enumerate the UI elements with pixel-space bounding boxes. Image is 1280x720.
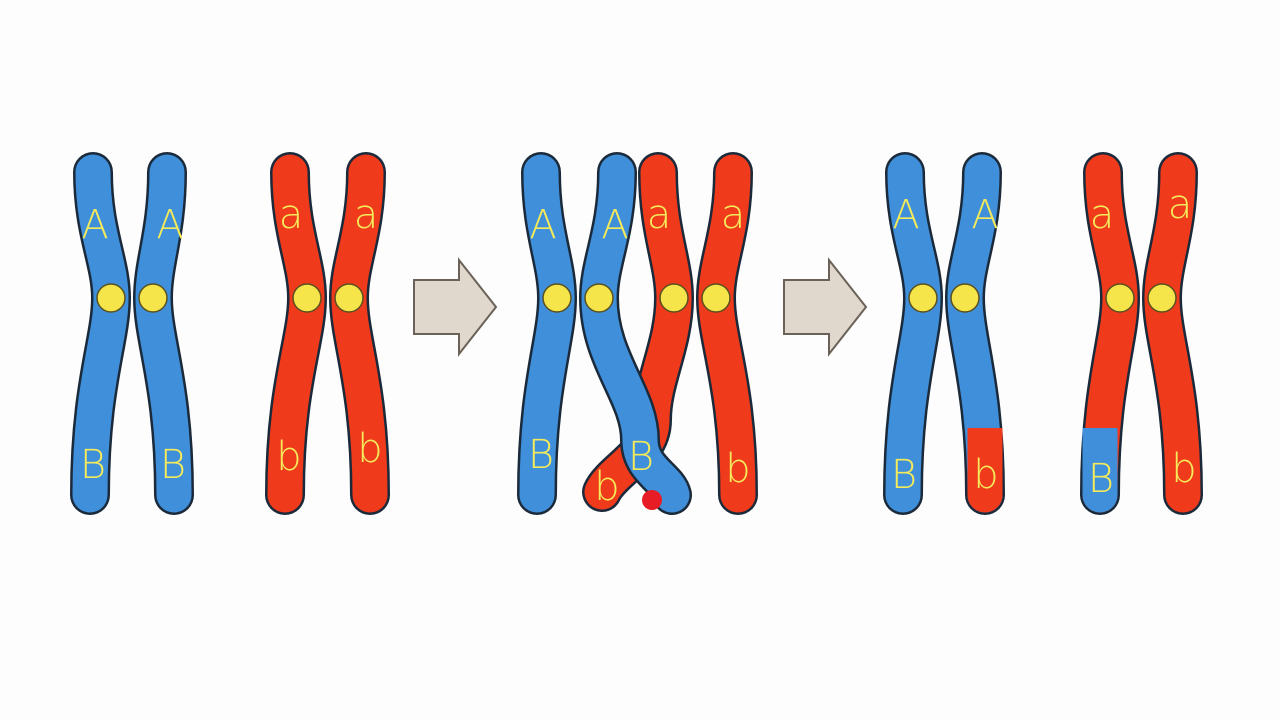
crossover-point-marker [642, 490, 662, 510]
gene-label: B [528, 432, 554, 478]
swapped-segment-cap [967, 477, 1003, 513]
arrow-right-icon [783, 257, 868, 357]
centromere [950, 283, 980, 313]
gene-label: A [81, 202, 108, 248]
centromere [334, 283, 364, 313]
centromere [292, 283, 322, 313]
arrow-right-icon [413, 257, 498, 357]
centromere [138, 283, 168, 313]
gene-label: A [529, 202, 556, 248]
centromere [96, 283, 126, 313]
gene-label: a [1168, 182, 1193, 228]
gene-label: a [647, 192, 672, 238]
gene-label: A [971, 192, 998, 238]
centromere [542, 283, 572, 313]
gene-label: b [725, 446, 750, 492]
gene-label: B [80, 442, 106, 488]
gene-label: b [1171, 446, 1196, 492]
centromere [1147, 283, 1177, 313]
gene-label: b [973, 452, 998, 498]
centromere [584, 283, 614, 313]
centromere [659, 283, 689, 313]
gene-label: a [354, 192, 379, 238]
gene-label: B [628, 434, 654, 480]
gene-label: A [156, 202, 183, 248]
gene-label: a [721, 192, 746, 238]
gene-label: B [891, 452, 917, 498]
centromere [701, 283, 731, 313]
gene-label: b [276, 434, 301, 480]
gene-label: a [279, 192, 304, 238]
centromere [1105, 283, 1135, 313]
gene-label: b [594, 464, 619, 510]
gene-label: b [357, 426, 382, 472]
gene-label: B [1088, 456, 1114, 502]
gene-label: a [1090, 192, 1115, 238]
centromere [908, 283, 938, 313]
gene-label: A [601, 202, 628, 248]
swapped-segment-cap [1082, 477, 1118, 513]
chromatid-blue-crossed [581, 154, 690, 513]
gene-label: A [892, 192, 919, 238]
gene-label: B [160, 442, 186, 488]
